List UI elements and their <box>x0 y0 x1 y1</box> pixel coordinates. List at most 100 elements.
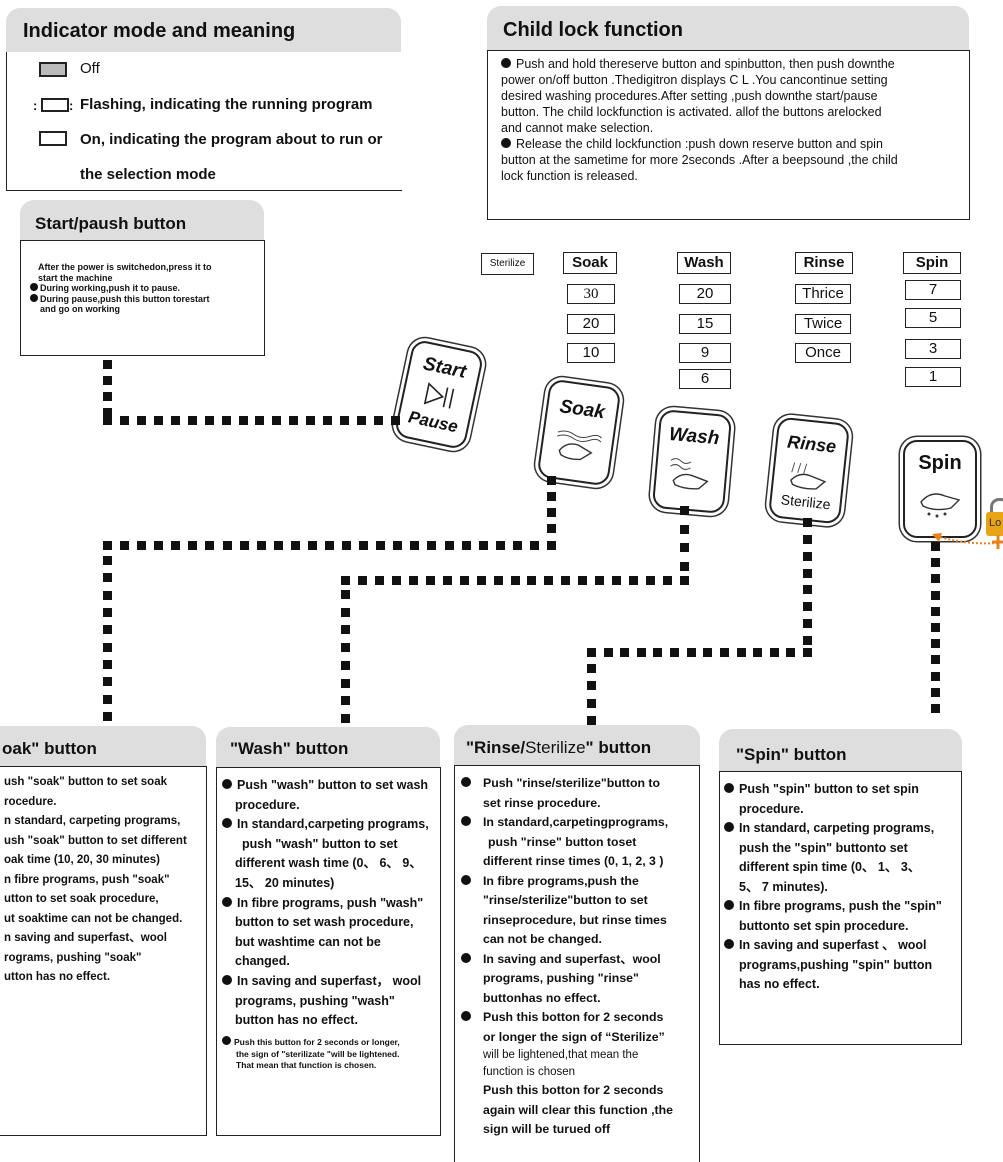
bullet-icon <box>461 816 471 826</box>
wash-time-9: 9 <box>679 343 731 363</box>
connector-dot <box>931 606 940 616</box>
soak-button-label: Soak <box>558 396 607 424</box>
connector-dot <box>931 574 940 584</box>
bullet-icon <box>30 293 38 302</box>
bullet-icon <box>724 822 734 832</box>
connector-dot <box>476 576 486 585</box>
connector-dot <box>803 648 812 657</box>
connector-dot <box>341 590 350 599</box>
connector-dot <box>103 625 112 635</box>
connector-dot <box>120 541 130 550</box>
bullet-icon <box>222 818 232 829</box>
start-pause-text: After the power is switchedon,press it t… <box>30 262 262 315</box>
indicator-title: Indicator mode and meaning <box>23 20 296 42</box>
indicator-flashing-label: Flashing, indicating the running program <box>80 96 373 113</box>
connector-dot <box>341 696 350 706</box>
start-pause-title-tab <box>20 200 264 240</box>
child-lock-line: power on/off button .Thedigitron display… <box>501 73 888 87</box>
pause-label: Pause <box>406 407 460 437</box>
connector-dot <box>103 556 112 565</box>
connector-dot <box>719 648 729 657</box>
connector-dot <box>931 687 940 697</box>
wash-button[interactable]: Wash <box>651 409 733 514</box>
connector-dot <box>931 671 940 681</box>
rinse-times-thrice: Thrice <box>795 284 851 304</box>
connector-dot <box>587 664 596 673</box>
connector-dot <box>459 576 469 585</box>
connector-dot <box>340 416 350 425</box>
start-label: Start <box>421 353 468 383</box>
connector-dot <box>273 541 283 550</box>
rinse-icon <box>790 462 827 490</box>
connector-dot <box>376 541 386 550</box>
connector-dot <box>221 416 231 425</box>
connector-dot <box>478 541 488 550</box>
connector-dot <box>561 576 571 585</box>
bullet-icon <box>461 1011 471 1021</box>
connector-dot <box>410 541 420 550</box>
connector-dot <box>612 576 622 585</box>
connector-dot <box>255 416 265 425</box>
bullet-icon <box>222 974 232 985</box>
connector-dot <box>341 660 350 670</box>
connector-dot <box>803 568 812 578</box>
connector-dot <box>931 655 940 665</box>
connector-dot <box>547 492 556 501</box>
connector-dot <box>629 576 639 585</box>
connector-dot <box>680 562 689 571</box>
connector-dot <box>153 416 163 425</box>
connector-dot <box>680 506 689 515</box>
connector-dot <box>931 542 940 551</box>
bullet-icon <box>461 952 471 963</box>
rinse-times-twice: Twice <box>795 314 851 334</box>
soak-icon <box>557 430 602 461</box>
rinse-sterilize-button[interactable]: Rinse Sterilize <box>767 416 851 525</box>
sterilize-label: Sterilize <box>481 253 534 275</box>
bullet-icon <box>724 783 734 793</box>
connector-dot <box>103 712 112 721</box>
connector-dot <box>527 576 537 585</box>
connector-dot <box>680 524 689 534</box>
connector-dot <box>578 576 588 585</box>
rinse-section-title: "Rinse/Sterilize" button <box>466 738 652 757</box>
connector-dot <box>495 541 505 550</box>
connector-dot <box>461 541 471 550</box>
connector-dot <box>342 541 352 550</box>
connector-dot <box>636 648 646 657</box>
connector-dot <box>408 576 418 585</box>
rinse-button-label: Rinse <box>786 431 838 457</box>
connector-dot <box>680 543 689 553</box>
connector-dot <box>289 416 299 425</box>
connector-dot <box>803 619 812 629</box>
soak-button[interactable]: Soak <box>536 378 622 487</box>
connector-dot <box>222 541 232 550</box>
connector-dot <box>103 694 112 704</box>
connector-dot <box>931 639 940 649</box>
spin-time-3: 3 <box>905 339 961 359</box>
soak-time-10: 10 <box>567 343 615 363</box>
start-pause-button[interactable]: Start Pause <box>393 338 485 451</box>
wash-section-note: Push this button for 2 seconds or longer… <box>222 1036 438 1072</box>
connector-dot <box>753 648 763 657</box>
spin-section-panel <box>719 771 962 1045</box>
connector-dot <box>341 607 350 617</box>
connector-dot <box>803 585 812 595</box>
wash-section-tab <box>216 727 440 767</box>
connector-dot <box>103 360 112 369</box>
connector-dot <box>341 714 350 723</box>
child-lock-line: lock function is released. <box>501 169 638 183</box>
connector-dot <box>357 416 367 425</box>
sterilize-sub-label: Sterilize <box>780 491 832 513</box>
connector-dot <box>803 518 812 527</box>
wash-section-title: "Wash" button <box>230 739 349 758</box>
connector-dot <box>736 648 746 657</box>
rinse-section-text: Push "rinse/sterilize"button to set rins… <box>461 774 696 1140</box>
indicator-on-label: On, indicating the program about to run … <box>80 131 383 148</box>
connector-dot <box>670 648 680 657</box>
spin-button[interactable]: Spin <box>903 440 977 538</box>
child-lock-title-tab <box>487 6 969 50</box>
bullet-icon <box>30 283 38 291</box>
connector-dot <box>803 602 812 612</box>
connector-dot <box>703 648 713 657</box>
spin-time-7: 7 <box>905 280 961 300</box>
